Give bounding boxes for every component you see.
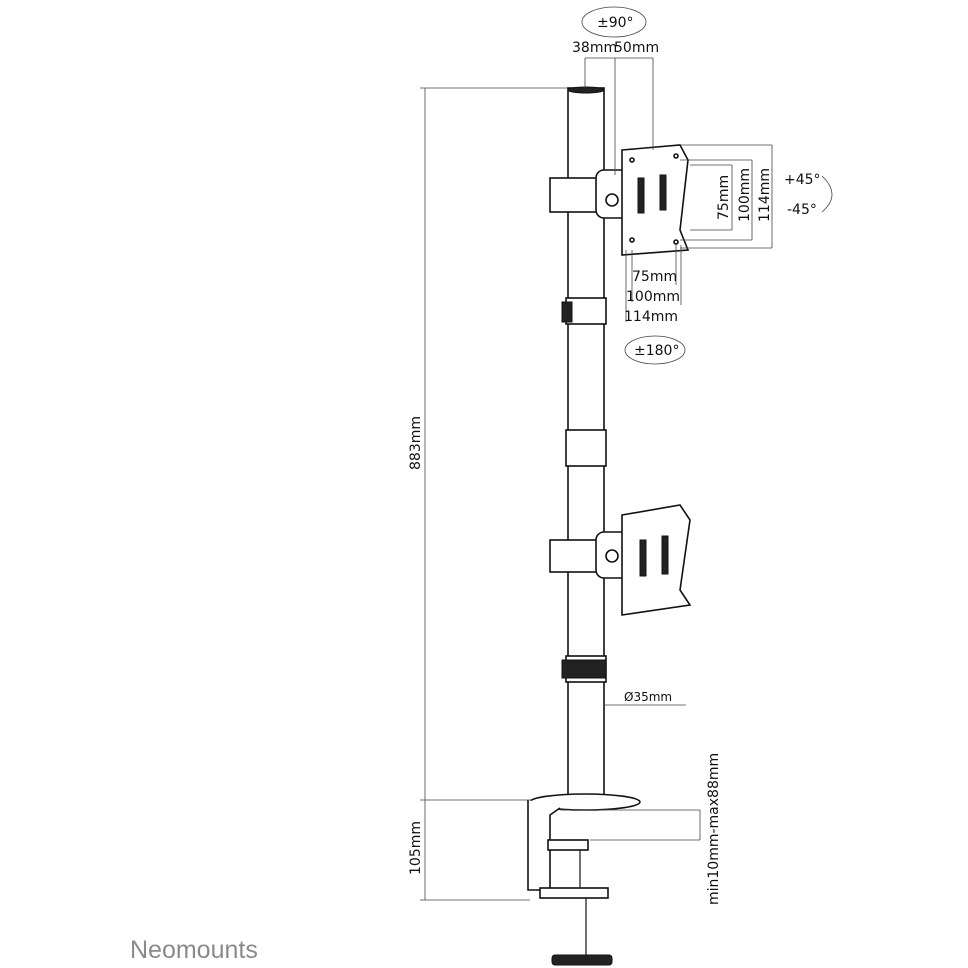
height-dimension: 883mm 105mm (408, 87, 568, 901)
diameter-annotation: Ø35mm (604, 690, 686, 706)
swivel-label: ±90° (597, 15, 634, 31)
vesa-v-100-label: 100mm (737, 168, 753, 222)
upper-monitor-head (549, 144, 690, 256)
vesa-h-100-label: 100mm (626, 289, 680, 305)
offset-b-label: 50mm (614, 40, 659, 56)
swivel-annotation: ±90° 38mm 50mm (572, 6, 659, 175)
tilt-up-label: +45° (784, 172, 821, 188)
vesa-v-75-label: 75mm (716, 175, 732, 220)
lower-monitor-head (549, 504, 692, 616)
clamp-height-label: 105mm (408, 821, 424, 875)
tilt-arrow-icon (821, 175, 833, 213)
clamp-range-annotation: min10mm-max88mm (560, 753, 722, 905)
vesa-horizontal-dimensions: 75mm 100mm 114mm ±180° (624, 245, 686, 365)
vesa-vertical-dimensions: 75mm 100mm 114mm +45° -45° (680, 144, 833, 249)
clamp-range-label: min10mm-max88mm (706, 753, 722, 905)
pole-height-label: 883mm (408, 416, 424, 470)
brand-logo: Neomounts (130, 936, 258, 964)
rotation-label: ±180° (634, 343, 679, 359)
tilt-down-label: -45° (787, 202, 817, 218)
vesa-h-75-label: 75mm (632, 269, 677, 285)
vesa-v-114-label: 114mm (757, 168, 773, 222)
pole-diameter-label: Ø35mm (624, 690, 672, 704)
vesa-h-114-label: 114mm (624, 309, 678, 325)
desk-clamp (527, 793, 641, 966)
offset-a-label: 38mm (572, 40, 617, 56)
